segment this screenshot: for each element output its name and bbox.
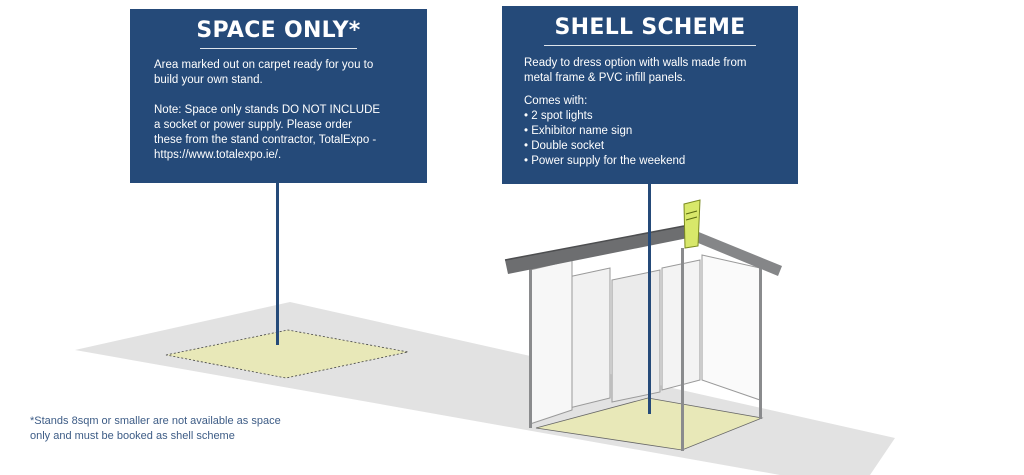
footnote-line: *Stands 8sqm or smaller are not availabl…: [30, 415, 281, 427]
feature-item: • Power supply for the weekend: [524, 155, 686, 167]
feature-item: • Double socket: [524, 140, 605, 152]
space-only-body: Area marked out on carpet ready for you …: [130, 49, 427, 163]
totalexpo-link[interactable]: https://www.totalexpo.ie/.: [154, 149, 282, 161]
shell-scheme-body: Ready to dress option with walls made fr…: [502, 46, 798, 169]
shell-scheme-stand: [504, 199, 782, 451]
space-only-note-line: a socket or power supply. Please order: [154, 119, 352, 131]
side-wall-right: [701, 254, 761, 401]
shell-scheme-pole: [648, 184, 651, 414]
space-only-desc-line: Area marked out on carpet ready for you …: [154, 59, 374, 71]
shell-scheme-desc-line: Ready to dress option with walls made fr…: [524, 57, 747, 69]
feature-list: • 2 spot lights • Exhibitor name sign • …: [524, 109, 784, 169]
space-only-note-line: Note: Space only stands DO NOT INCLUDE: [154, 104, 381, 116]
space-only-carpet: [165, 329, 409, 379]
floor-strip: [75, 302, 895, 475]
side-wall-left: [529, 259, 573, 425]
space-only-pole: [276, 183, 279, 345]
feature-item: • 2 spot lights: [524, 110, 593, 122]
frame-pole-front-right: [681, 248, 684, 451]
roof-fascia-left: [505, 226, 688, 274]
space-only-title-underline: [200, 48, 357, 49]
feature-item: • Exhibitor name sign: [524, 125, 633, 137]
shell-scheme-desc-line: metal frame & PVC infill panels.: [524, 72, 686, 84]
footnote-line: only and must be booked as shell scheme: [30, 429, 235, 442]
space-only-title: SPACE ONLY*: [196, 18, 361, 43]
back-wall-mid: [611, 269, 661, 403]
space-only-panel: SPACE ONLY* Area marked out on carpet re…: [130, 9, 427, 183]
shell-scheme-title-underline: [544, 45, 756, 46]
space-only-note-line: these from the stand contractor, TotalEx…: [154, 134, 377, 146]
frame-pole-back-right: [759, 262, 762, 419]
space-only-desc-line: build your own stand.: [154, 74, 263, 86]
comes-with-label: Comes with:: [524, 95, 588, 107]
shell-scheme-title: SHELL SCHEME: [554, 15, 746, 40]
frame-pole-front-left: [529, 264, 532, 428]
shell-scheme-panel: SHELL SCHEME Ready to dress option with …: [502, 6, 798, 184]
exhibitor-name-sign: [683, 199, 701, 249]
footnote: *Stands 8sqm or smaller are not availabl…: [30, 414, 350, 443]
roof-fascia-right: [684, 226, 782, 276]
roof-edge: [504, 225, 685, 261]
